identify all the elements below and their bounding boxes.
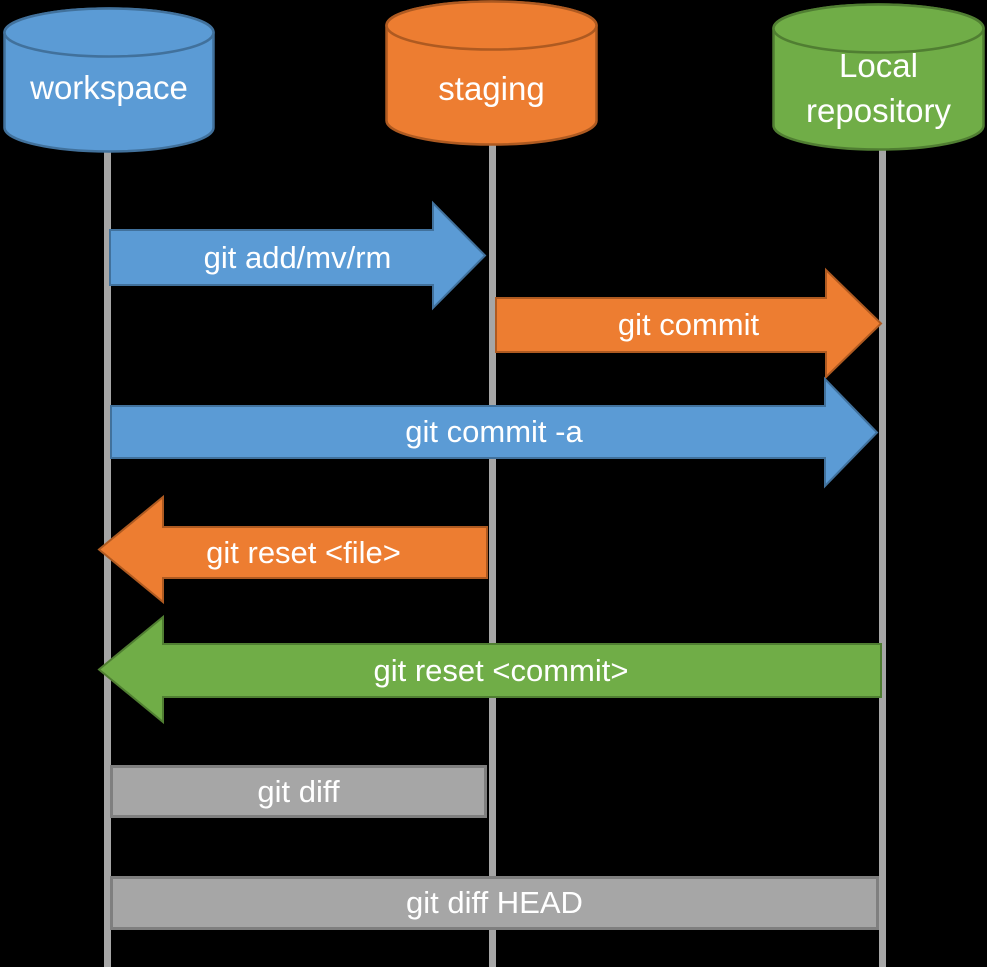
arrow-git-reset-commit	[97, 614, 882, 725]
arrow-git-commit-a	[110, 376, 879, 489]
node-workspace: workspace	[3, 7, 215, 153]
node-label-workspace: workspace	[30, 68, 188, 106]
arrow-label-git-commit: git commit	[617, 307, 760, 342]
arrow-label-git-reset-commit: git reset <commit>	[373, 652, 629, 688]
node-label-local-repository: Local repository	[806, 47, 951, 129]
arrow-git-add-mv-rm	[109, 200, 487, 311]
cylinder-icon-staging	[385, 0, 598, 146]
arrow-label-git-reset-file: git reset <file>	[206, 534, 401, 570]
bar-label-git-diff: git diff	[257, 773, 340, 809]
cylinder-icon-workspace	[3, 7, 215, 153]
arrow-git-commit	[495, 267, 883, 380]
lifeline-local-repository	[879, 149, 886, 967]
node-local-repository: Local repository	[772, 3, 985, 151]
node-staging: staging	[385, 0, 598, 146]
node-label-staging: staging	[438, 69, 545, 107]
bar-label-git-diff-head: git diff HEAD	[406, 885, 583, 920]
arrow-label-git-commit-a: git commit -a	[405, 414, 583, 449]
bar-git-diff-head	[110, 876, 879, 930]
cylinder-icon-local-repository	[772, 3, 985, 151]
arrow-label-git-add-mv-rm: git add/mv/rm	[203, 239, 392, 275]
bar-git-diff	[110, 765, 487, 818]
arrow-git-reset-file	[97, 494, 488, 605]
lifeline-staging	[489, 143, 496, 967]
